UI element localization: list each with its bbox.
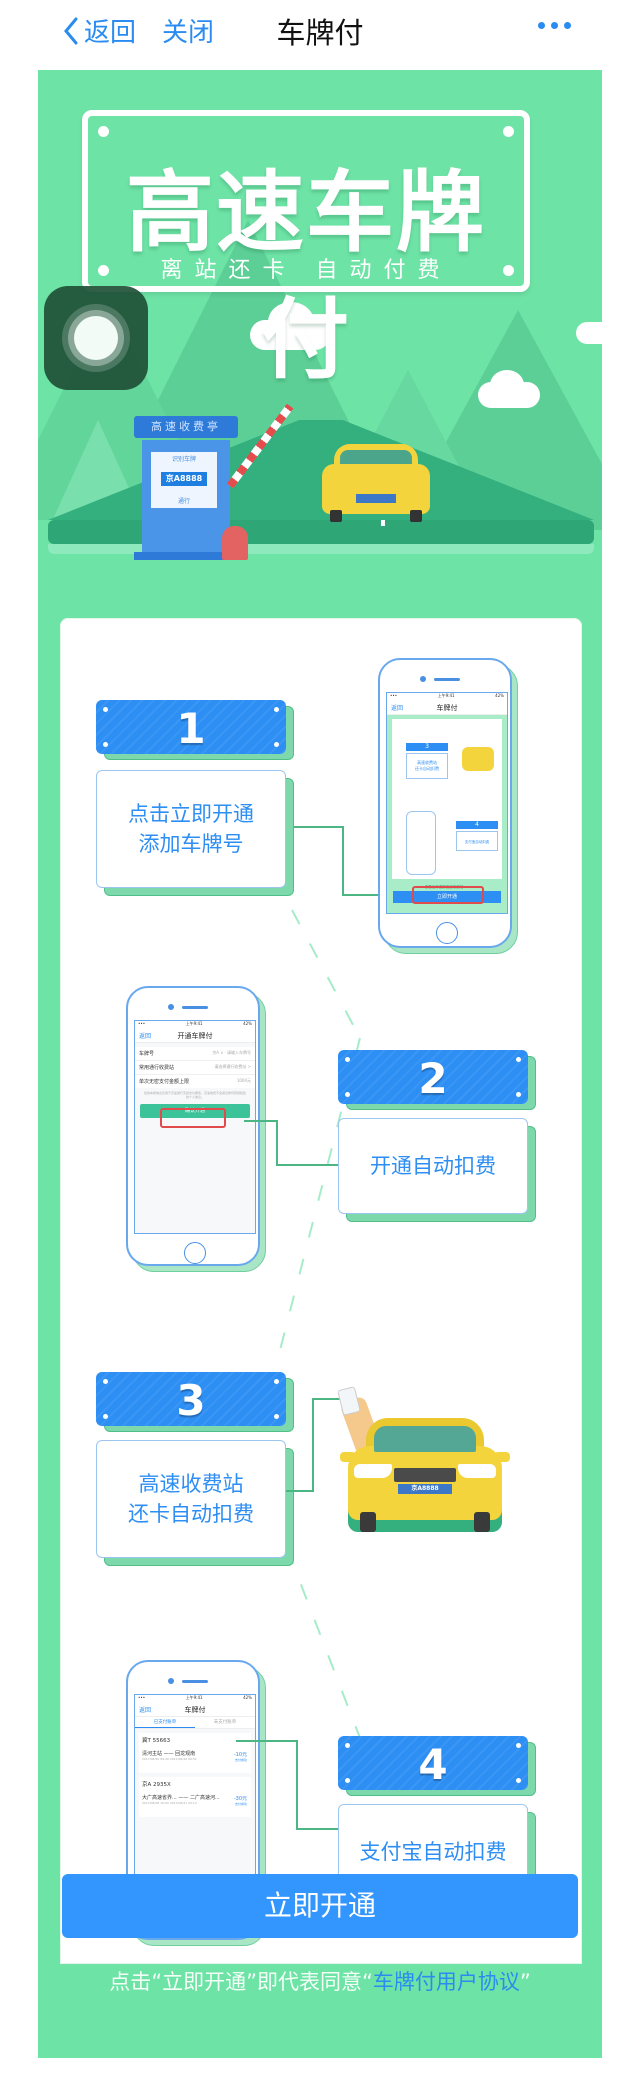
car-plate: 京A8888	[398, 1484, 452, 1494]
toll-booth-illustration: 高速收费亭 识别车牌 京A8888 通行	[134, 416, 238, 566]
step-3-car-illustration: 京A8888	[337, 1386, 510, 1536]
activate-now-button[interactable]: 立即开通	[62, 1874, 578, 1938]
mini-title: 开通车牌付	[177, 1032, 213, 1040]
hero-sign-frame: 高速车牌付 离站还卡 自动付费	[82, 110, 530, 391]
step-text-line: 还卡自动扣费	[128, 1502, 254, 1526]
road-ground-shadow	[48, 544, 594, 554]
mini-confirm-button: 确认开通	[140, 1104, 250, 1118]
step-4-badge: 4	[338, 1736, 536, 1796]
card-icon	[337, 1386, 361, 1416]
step-text-line: 点击立即开通	[128, 802, 254, 826]
status-time: 上午9:41	[437, 693, 455, 698]
connector-line	[296, 1828, 338, 1830]
agreement-suffix: ”	[519, 1970, 531, 1994]
connector-line	[296, 1740, 298, 1830]
mini-step-3-text: 高速收费站还卡自动扣费	[406, 753, 448, 779]
assistive-touch-button[interactable]	[44, 286, 148, 390]
hero-title: 高速车牌付	[125, 161, 486, 391]
gate-barrier-post	[222, 526, 248, 560]
mini-bill-item: 京A 2935X 大广高速省界... —— 二广高速河... 2017/06/0…	[139, 1777, 251, 1817]
step-text-line: 支付宝自动扣费	[359, 1840, 507, 1864]
back-button[interactable]: 返回	[62, 12, 136, 49]
booth-panel-status: 通行	[177, 498, 190, 505]
status-time: 上午9:41	[185, 1021, 203, 1026]
mini-title: 车牌付	[436, 704, 458, 712]
step-number: 4	[418, 1740, 448, 1789]
car-plate	[356, 494, 396, 503]
connector-line	[276, 1120, 278, 1166]
step-number: 3	[176, 1376, 206, 1425]
status-battery: 42%	[243, 1695, 252, 1700]
mini-back: 返回	[139, 1033, 152, 1040]
mini-step-4-text: 支付宝自动扣费	[456, 831, 498, 851]
status-time: 上午9:41	[185, 1695, 203, 1700]
back-label: 返回	[84, 18, 137, 48]
step-3-badge: 3	[96, 1372, 294, 1432]
connector-line	[312, 1398, 314, 1492]
mini-step-4-badge: 4	[456, 821, 498, 829]
step-text-line: 添加车牌号	[138, 832, 244, 856]
connector-line	[286, 1490, 314, 1492]
assistive-touch-icon	[74, 316, 118, 360]
road-ground-edge	[48, 520, 594, 544]
user-agreement-link[interactable]: 车牌付用户协议	[372, 1970, 520, 1994]
chevron-left-icon	[64, 17, 78, 44]
close-button[interactable]: 关闭	[162, 18, 215, 48]
mini-open-button: 立即开通	[393, 891, 501, 903]
toll-booth-sign: 高速收费亭	[134, 416, 238, 438]
road-line	[381, 520, 385, 526]
status-battery: 42%	[243, 1021, 252, 1026]
page-title: 车牌付	[276, 16, 364, 50]
highlight-box	[412, 886, 484, 904]
step-text-line: 开通自动扣费	[370, 1154, 496, 1178]
mini-back: 返回	[139, 1707, 152, 1714]
cloud-illustration	[490, 370, 524, 400]
mini-title: 车牌付	[184, 1706, 206, 1714]
connector-line	[312, 1398, 346, 1400]
mini-step-3-badge: 3	[406, 743, 448, 751]
page-content: 高速车牌付 离站还卡 自动付费 高速收费亭 识别车牌 京A8888 通行	[38, 70, 602, 2058]
step-3-description: 高速收费站 还卡自动扣费	[96, 1440, 294, 1566]
booth-panel-label: 识别车牌	[171, 456, 196, 463]
mini-tab-unpaid: 未支付账单	[213, 1720, 237, 1725]
highlight-box	[160, 1108, 226, 1128]
agreement-prefix: 点击“立即开通”即代表同意“	[109, 1970, 373, 1994]
mini-bill-item: 冀T 55663 清河主站 —— 回龙观南 2017/06/20 09:20 2…	[139, 1733, 251, 1773]
step-2-description: 开通自动扣费	[338, 1118, 536, 1222]
step-1-badge: 1	[96, 700, 294, 760]
cloud-illustration	[576, 322, 602, 344]
hero-subtitle: 离站还卡 自动付费	[160, 258, 452, 283]
connector-line	[276, 1164, 338, 1166]
step-1-description: 点击立即开通 添加车牌号	[96, 770, 294, 896]
connector-line	[344, 894, 390, 896]
step-2-badge: 2	[338, 1050, 536, 1110]
more-dots-icon[interactable]	[538, 22, 571, 29]
mini-note: 您的车牌信息仅用于高速通行无感支付服务，高速收费不会通过你同意授权给的个人信息。	[143, 1091, 246, 1099]
cloud-illustration	[268, 302, 314, 342]
car-illustration	[318, 440, 434, 528]
status-battery: 42%	[495, 693, 504, 698]
navigation-bar: 返回 关闭 车牌付	[0, 0, 640, 62]
mini-tab-paid: 已支付账单	[135, 1717, 195, 1728]
step-text-line: 高速收费站	[138, 1472, 244, 1496]
connector-line	[236, 1740, 298, 1742]
step-number: 2	[418, 1054, 448, 1103]
agreement-text: 点击“立即开通”即代表同意“车牌付用户协议”	[0, 1966, 640, 1996]
step-number: 1	[176, 704, 206, 753]
booth-plate-display: 京A8888	[161, 472, 207, 486]
connector-line	[244, 1120, 278, 1122]
mini-back: 返回	[391, 705, 404, 712]
connector-line	[294, 826, 344, 896]
